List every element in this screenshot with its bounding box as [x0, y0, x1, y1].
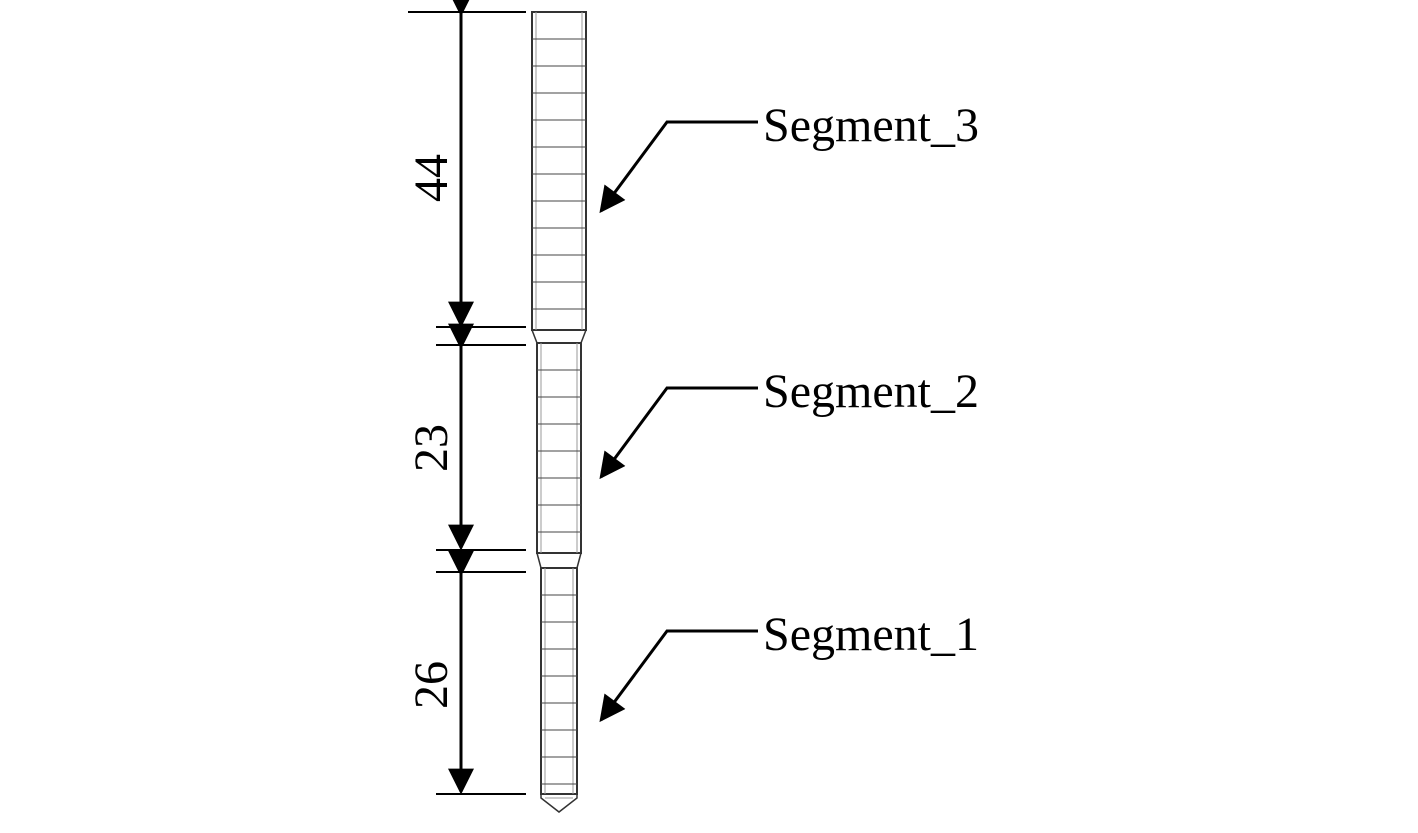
pile-tip	[540, 794, 578, 813]
label-segment-1: Segment_1	[763, 608, 979, 661]
label-segment-2: Segment_2	[763, 365, 979, 418]
callout-segment-1	[599, 629, 758, 723]
callout-segment-2	[599, 386, 758, 480]
label-segment-3: Segment_3	[763, 99, 979, 152]
callout-segment-3	[599, 120, 758, 214]
segment-1-body	[540, 567, 578, 795]
dimension-label-23: 23	[405, 424, 458, 472]
segment-2-body	[536, 342, 582, 554]
transition-2-1	[536, 552, 582, 569]
dimension-segment-2	[436, 323, 526, 551]
dimension-label-26: 26	[405, 661, 458, 709]
dimension-label-44: 44	[405, 154, 458, 202]
dimension-segment-1	[436, 550, 526, 795]
transition-3-2	[531, 329, 587, 344]
segment-3-body	[531, 11, 587, 331]
